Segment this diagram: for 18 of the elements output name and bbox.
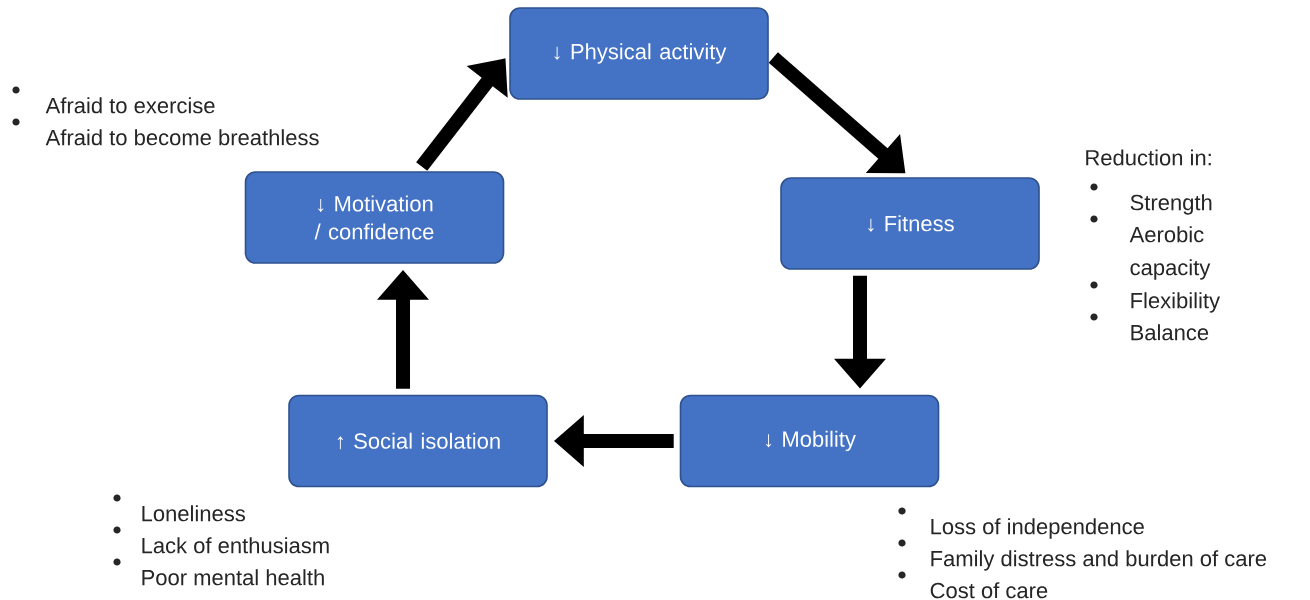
process-box: ↓ Physical activity: [509, 7, 769, 100]
process-box: ↓ Mobility: [679, 394, 940, 488]
bullet-item: Afraid to become breathless: [12, 118, 319, 146]
bullet-item: Lack of enthusiasm: [113, 526, 329, 554]
process-box: ↓ Fitness: [780, 177, 1040, 270]
bullet-item: Loss of independence: [898, 507, 1144, 539]
list-heading: Reduction in:: [1086, 149, 1211, 166]
bullet-item: Strength: [1090, 183, 1212, 215]
bullet-item: Afraid to exercise: [12, 86, 215, 114]
process-box: ↑ Social isolation: [288, 394, 548, 488]
bullet-item: Aerobic capacity: [1090, 215, 1211, 280]
bullet-item: Poor mental health: [113, 558, 324, 586]
bullet-item: Cost of care: [898, 571, 1048, 599]
bullet-item: Family distress and burden of care: [898, 539, 1267, 571]
bullet-item: Flexibility: [1090, 281, 1220, 313]
bullet-item: Loneliness: [113, 494, 245, 522]
bullet-item: Balance: [1090, 313, 1209, 341]
process-box: ↓ Motivation / confidence: [244, 171, 505, 264]
